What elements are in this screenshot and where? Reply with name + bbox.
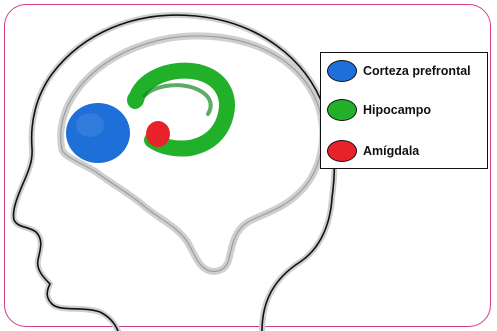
legend-swatch-amygdala <box>327 140 357 162</box>
prefrontal-cortex-shade <box>76 113 104 137</box>
amygdala-region <box>146 121 170 147</box>
legend-item-prefrontal-cortex: Corteza prefrontal <box>327 59 471 83</box>
legend-swatch-prefrontal-cortex <box>327 60 357 82</box>
legend-swatch-hippocampus <box>327 99 357 121</box>
legend-item-hippocampus: Hipocampo <box>327 98 431 122</box>
legend: Corteza prefrontal Hipocampo Amígdala <box>320 52 488 169</box>
hippocampus-region <box>127 71 227 149</box>
legend-label: Hipocampo <box>363 103 431 117</box>
legend-label: Corteza prefrontal <box>363 64 471 78</box>
legend-label: Amígdala <box>363 144 419 158</box>
legend-item-amygdala: Amígdala <box>327 139 419 163</box>
